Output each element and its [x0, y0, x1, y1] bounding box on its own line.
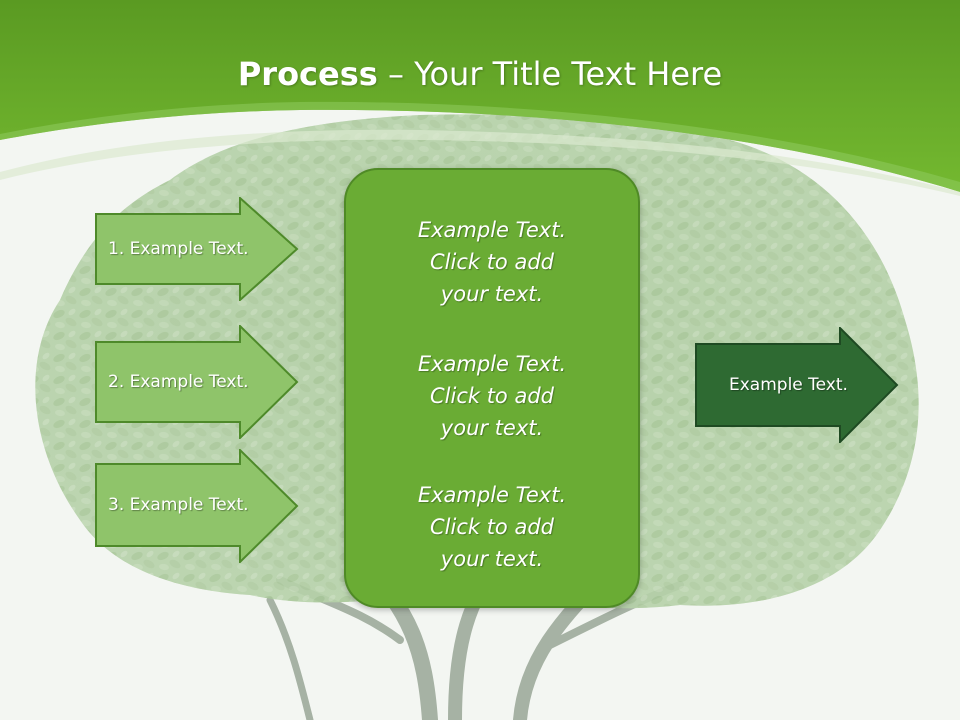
arrow-shape [95, 449, 299, 563]
arrow-label: 2. Example Text. [108, 372, 249, 392]
center-text-block-3[interactable]: Example Text. Click to add your text. [346, 479, 638, 575]
center-text-block-1[interactable]: Example Text. Click to add your text. [346, 214, 638, 310]
arrow-shape [95, 197, 299, 301]
process-arrow-1[interactable]: 1. Example Text. [95, 197, 299, 301]
block-line: your text. [440, 547, 544, 571]
slide-title: Process – Your Title Text Here [0, 52, 960, 96]
block-line: Click to add [429, 515, 554, 539]
center-text-block-2[interactable]: Example Text. Click to add your text. [346, 348, 638, 444]
arrow-label: 1. Example Text. [108, 239, 249, 259]
title-bold: Process [237, 55, 378, 93]
process-arrow-3[interactable]: 3. Example Text. [95, 449, 299, 563]
header-band [0, 0, 960, 192]
block-line: your text. [440, 282, 544, 306]
arrow-label: 3. Example Text. [108, 495, 249, 515]
block-line: Click to add [429, 250, 554, 274]
block-line: your text. [440, 416, 544, 440]
arrow-shape [95, 325, 299, 439]
process-arrow-2[interactable]: 2. Example Text. [95, 325, 299, 439]
title-rest: – Your Title Text Here [377, 55, 723, 93]
block-line: Example Text. [417, 483, 567, 507]
block-line: Example Text. [417, 218, 567, 242]
output-arrow[interactable]: Example Text. [695, 327, 899, 443]
center-text-box[interactable]: Example Text. Click to add your text. Ex… [344, 168, 640, 608]
arrow-label: Example Text. [729, 375, 848, 395]
block-line: Example Text. [417, 352, 567, 376]
block-line: Click to add [429, 384, 554, 408]
arrow-shape [695, 327, 899, 443]
